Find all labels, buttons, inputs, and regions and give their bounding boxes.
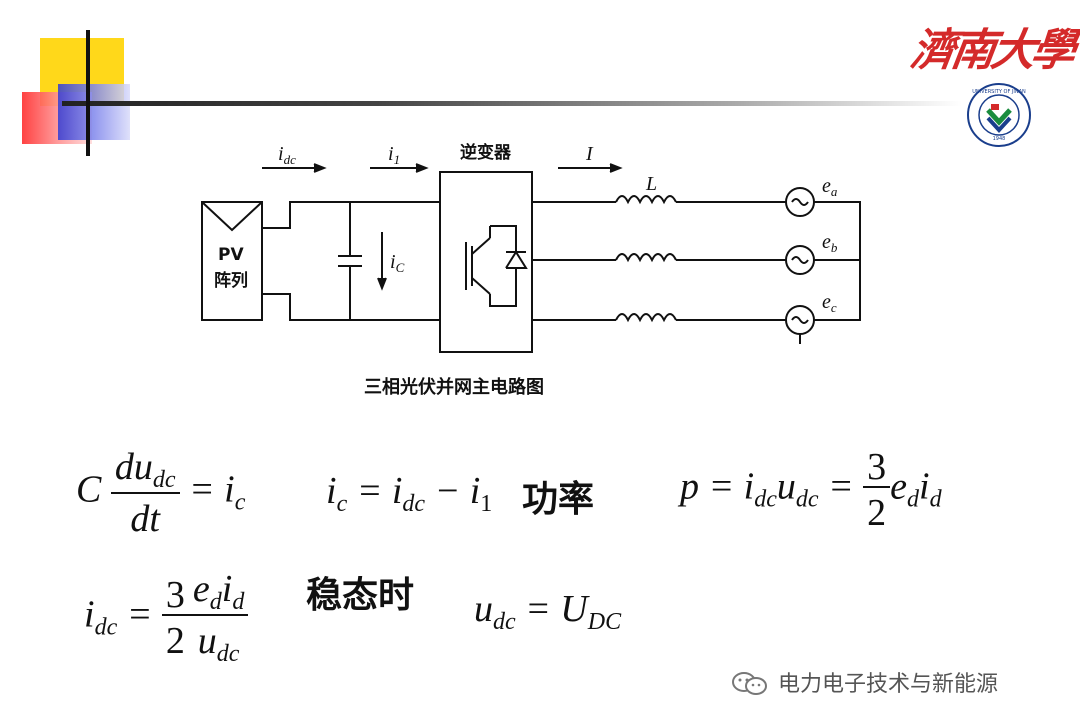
- university-logo: 1948 UNIVERSITY OF JINAN: [967, 83, 1031, 147]
- label-idc: idc: [278, 143, 296, 167]
- circuit-diagram: idc i1 I L iC ea eb ec 逆变器 PV 阵列: [201, 142, 861, 353]
- equation-current-balance: ic = idc − i1: [326, 470, 493, 517]
- label-L: L: [645, 173, 657, 195]
- equation-dc-voltage: udc = UDC: [474, 588, 622, 635]
- inverter-box: [439, 171, 533, 353]
- footer-watermark: 电力电子技术与新能源: [778, 672, 999, 697]
- label-ic: iC: [390, 251, 405, 275]
- circuit-caption: 三相光伏并网主电路图: [364, 377, 544, 398]
- pv-array-box: [201, 201, 263, 321]
- header-vertical-rule: [86, 30, 90, 156]
- header-rule: [62, 101, 962, 106]
- logo-text: UNIVERSITY OF JINAN: [972, 89, 1026, 95]
- label-ec: ec: [822, 291, 837, 315]
- label-ea: ea: [822, 175, 838, 199]
- label-power: 功率: [522, 479, 595, 520]
- label-i1: i1: [388, 143, 400, 167]
- decor-square-blue: [58, 84, 130, 140]
- label-I: I: [585, 143, 594, 165]
- label-array: 阵列: [214, 270, 248, 291]
- wechat-icon: [732, 672, 767, 695]
- logo-year: 1948: [993, 136, 1006, 142]
- university-name: 濟南大學: [907, 25, 1075, 76]
- label-steady-state: 稳态时: [306, 575, 415, 616]
- label-pv: PV: [218, 245, 244, 265]
- label-eb: eb: [822, 231, 838, 255]
- label-inverter: 逆变器: [460, 142, 512, 163]
